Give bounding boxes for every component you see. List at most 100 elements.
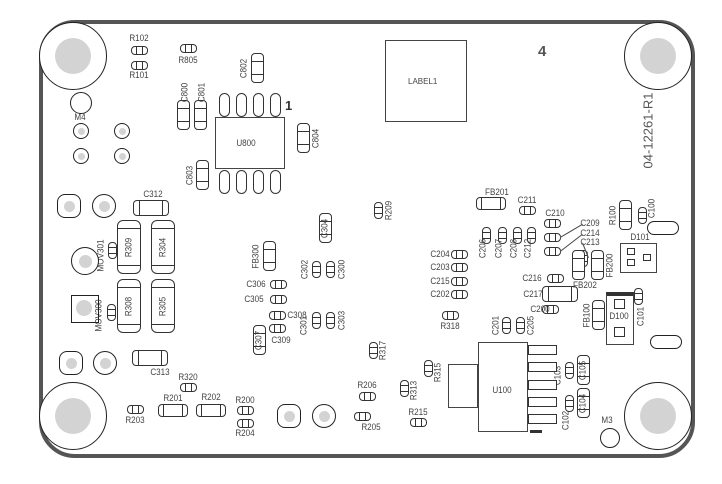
footprint-r309 bbox=[117, 220, 141, 274]
footprint-c802 bbox=[250, 53, 264, 83]
ic-u800-body bbox=[215, 117, 285, 169]
footprint-r204 bbox=[236, 418, 254, 428]
designator-c801: C801 bbox=[196, 82, 207, 103]
designator-c209: C209 bbox=[580, 218, 600, 228]
designator-c204: C204 bbox=[430, 249, 450, 259]
designator-c201: C201 bbox=[490, 315, 501, 336]
footprint-r304 bbox=[151, 220, 175, 274]
designator-c104: C104 bbox=[577, 393, 588, 414]
designator-fb100: FB100 bbox=[581, 303, 592, 328]
mov300-square-pad bbox=[71, 295, 99, 323]
diode-d100-body bbox=[606, 292, 634, 345]
ic-u100-body bbox=[478, 342, 528, 432]
footprint-r100 bbox=[618, 200, 632, 230]
footprint-c305 bbox=[269, 294, 287, 304]
footprint-c301 bbox=[311, 311, 321, 329]
designator-r320: R320 bbox=[178, 372, 198, 382]
designator-c302: C302 bbox=[299, 259, 310, 280]
designator-fb202: FB202 bbox=[573, 280, 597, 290]
designator-fb200: FB200 bbox=[604, 253, 615, 278]
footprint-c210 bbox=[543, 218, 561, 228]
designator-r209: R209 bbox=[383, 200, 394, 221]
footprint-r313 bbox=[399, 379, 409, 397]
designator-c803: C803 bbox=[184, 165, 195, 186]
footprint-r318 bbox=[441, 310, 459, 320]
ic-u100-tab bbox=[448, 364, 478, 408]
label-area-text: LABEL1 bbox=[408, 77, 438, 86]
footprint-c207 bbox=[497, 226, 507, 244]
footprint-fb201 bbox=[476, 196, 506, 210]
footprint-r308 bbox=[117, 279, 141, 333]
test-pad bbox=[73, 148, 89, 164]
test-pad bbox=[114, 123, 130, 139]
designator-r309: R309 bbox=[123, 237, 134, 258]
designator-c217: C217 bbox=[523, 289, 543, 299]
ic-pin bbox=[528, 414, 557, 424]
footprint-c304 bbox=[318, 213, 332, 243]
footprint-c215 bbox=[450, 276, 468, 286]
designator-c101: C101 bbox=[635, 306, 646, 327]
footprint-c202 bbox=[450, 289, 468, 299]
designator-c308: C308 bbox=[287, 310, 307, 320]
designator-c200: C200 bbox=[530, 304, 550, 314]
footprint-c313 bbox=[132, 350, 168, 366]
slot-hole bbox=[647, 221, 679, 235]
footprint-r202 bbox=[196, 403, 226, 417]
ic-pin bbox=[253, 93, 264, 117]
footprint-c803 bbox=[195, 160, 209, 190]
designator-r313: R313 bbox=[408, 380, 419, 401]
pcb-outline bbox=[39, 20, 695, 458]
designator-c301: C301 bbox=[298, 315, 309, 336]
ic-pin bbox=[528, 397, 557, 407]
designator-c306: C306 bbox=[246, 279, 266, 289]
connector-pad-round bbox=[312, 404, 336, 428]
designator-r308: R308 bbox=[123, 296, 134, 317]
footprint-c208 bbox=[512, 226, 522, 244]
footprint-r805 bbox=[179, 43, 197, 53]
designator-c215: C215 bbox=[430, 276, 450, 286]
test-pad bbox=[114, 148, 130, 164]
footprint-c100 bbox=[637, 206, 647, 224]
ic-pin bbox=[236, 170, 247, 194]
designator-c313: C313 bbox=[150, 367, 170, 377]
footprint-fb200 bbox=[590, 250, 604, 280]
footprint-r201 bbox=[158, 403, 188, 417]
footprint-c302 bbox=[311, 260, 321, 278]
footprint-r209 bbox=[373, 201, 383, 219]
designator-c213: C213 bbox=[580, 237, 600, 247]
connector-pad-round bbox=[92, 194, 116, 218]
pin1-marker: 1 bbox=[285, 98, 293, 113]
footprint-fb202 bbox=[571, 250, 585, 280]
designator-c212: C212 bbox=[522, 238, 533, 259]
footprint-c205 bbox=[515, 316, 525, 334]
footprint-c306 bbox=[269, 279, 287, 289]
designator-c216: C216 bbox=[522, 273, 542, 283]
slot-hole bbox=[650, 335, 682, 349]
mounting-mark-m4 bbox=[70, 92, 92, 114]
designator-c203: C203 bbox=[430, 262, 450, 272]
designator-c304: C304 bbox=[319, 218, 330, 239]
ic-pin bbox=[219, 93, 230, 117]
footprint-c102 bbox=[564, 394, 574, 412]
ic-pin bbox=[528, 362, 557, 372]
designator-r206: R206 bbox=[357, 380, 377, 390]
ic-pin bbox=[270, 170, 281, 194]
footprint-c801 bbox=[193, 100, 207, 130]
footprint-c804 bbox=[296, 123, 310, 153]
footprint-c312 bbox=[133, 200, 169, 216]
designator-u800: U800 bbox=[236, 138, 256, 148]
designator-r200: R200 bbox=[235, 395, 255, 405]
connector-pad-square bbox=[277, 404, 301, 428]
designator-r102: R102 bbox=[129, 33, 149, 43]
designator-r101: R101 bbox=[129, 70, 149, 80]
designator-c105: C105 bbox=[577, 360, 588, 381]
designator-r304: R304 bbox=[157, 237, 168, 258]
footprint-mov301 bbox=[107, 241, 117, 259]
label-area: LABEL1 bbox=[385, 40, 467, 122]
designator-d101: D101 bbox=[630, 232, 650, 242]
designator-c214: C214 bbox=[580, 228, 600, 238]
designator-d100: D100 bbox=[609, 311, 629, 321]
designator-r201: R201 bbox=[163, 393, 183, 403]
designator-r204: R204 bbox=[235, 428, 255, 438]
designator-c206: C206 bbox=[477, 238, 488, 259]
